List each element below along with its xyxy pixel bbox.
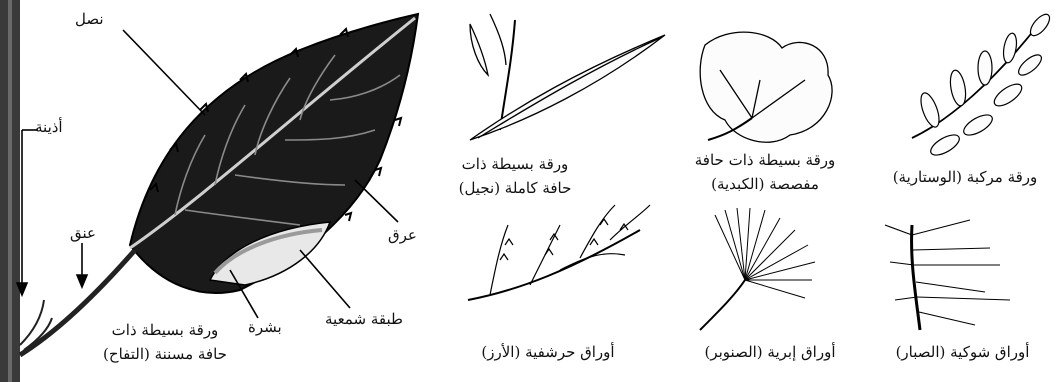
apple-stem-highlight bbox=[8, 0, 12, 382]
caption-scale-leaf: أوراق حرشفية (الأرز) bbox=[448, 340, 648, 364]
lobed-leaf-drawing bbox=[700, 32, 832, 142]
petiole-arrowhead bbox=[77, 275, 87, 287]
scale-leaf-drawing bbox=[468, 205, 650, 300]
blade-leader-line bbox=[123, 30, 205, 115]
waxy-layer-leader-line bbox=[300, 250, 350, 308]
spine-leaf-drawing bbox=[885, 220, 1010, 330]
caption-compound-leaf: ورقة مركبة (الوستارية) bbox=[875, 165, 1055, 189]
caption-spine-line1: أوراق شوكية (الصبار) bbox=[870, 340, 1055, 364]
caption-palm-leaf: ورقة بسيطة ذات حافة كاملة (نجيل) bbox=[440, 152, 590, 200]
palm-leaf-drawing bbox=[470, 14, 665, 140]
caption-palm-line2: حافة كاملة (نجيل) bbox=[440, 176, 590, 200]
label-cuticle: بشرة bbox=[248, 320, 282, 335]
caption-palm-line1: ورقة بسيطة ذات bbox=[440, 152, 590, 176]
label-waxy-layer: طبقة شمعية bbox=[325, 312, 403, 327]
caption-needle-line1: أوراق إبرية (الصنوبر) bbox=[680, 340, 860, 364]
label-stipule: أذينة bbox=[35, 120, 63, 135]
caption-spine-leaf: أوراق شوكية (الصبار) bbox=[870, 340, 1055, 364]
caption-apple-line1: ورقة بسيطة ذات bbox=[90, 318, 240, 342]
caption-apple-line2: حافة مسننة (التفاح) bbox=[90, 342, 240, 366]
label-vein: عرق bbox=[388, 228, 417, 243]
caption-compound-line1: ورقة مركبة (الوستارية) bbox=[875, 165, 1055, 189]
caption-lobed-line1: ورقة بسيطة ذات حافة bbox=[675, 148, 855, 172]
label-petiole: عنق bbox=[70, 226, 96, 241]
caption-lobed-line2: مفصصة (الكبدية) bbox=[675, 172, 855, 196]
caption-lobed-leaf: ورقة بسيطة ذات حافة مفصصة (الكبدية) bbox=[675, 148, 855, 196]
caption-needle-leaf: أوراق إبرية (الصنوبر) bbox=[680, 340, 860, 364]
vein-leader-line bbox=[355, 180, 398, 222]
compound-leaf-drawing bbox=[912, 11, 1053, 159]
label-blade: نصل bbox=[75, 12, 104, 27]
caption-apple-leaf: ورقة بسيطة ذات حافة مسننة (التفاح) bbox=[90, 318, 240, 366]
caption-scale-line1: أوراق حرشفية (الأرز) bbox=[448, 340, 648, 364]
needle-leaf-drawing bbox=[700, 208, 815, 330]
